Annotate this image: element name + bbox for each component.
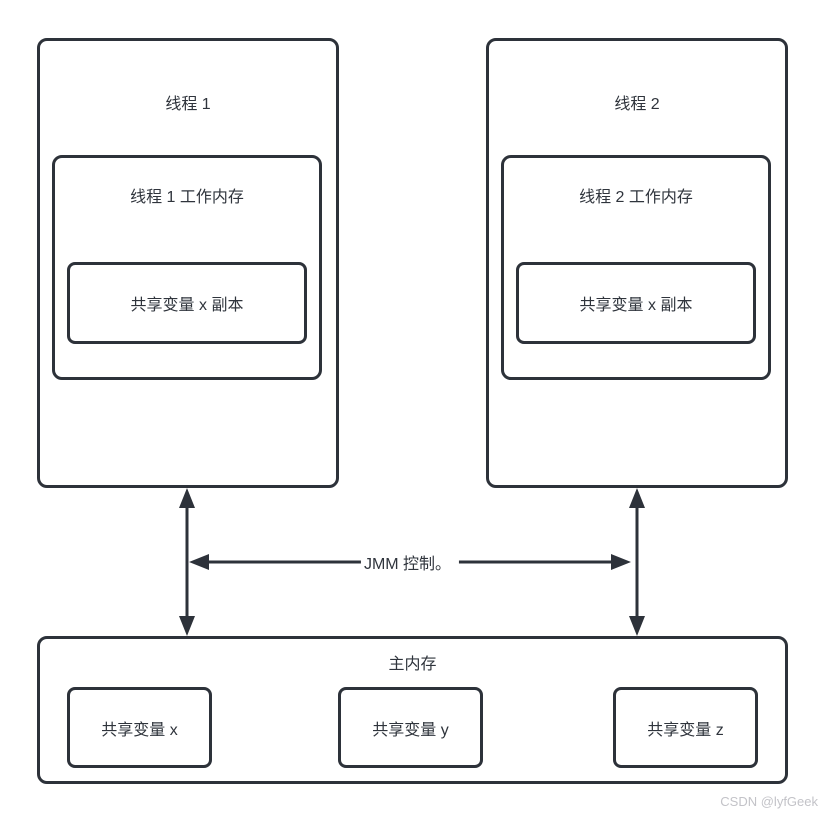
thread-1-box: 线程 1 线程 1 工作内存 共享变量 x 副本	[37, 38, 339, 488]
thread-2-working-memory-title: 线程 2 工作内存	[579, 189, 693, 206]
main-memory-box: 主内存 共享变量 x 共享变量 y 共享变量 z	[37, 636, 788, 784]
shared-variable-x-label: 共享变量 x	[101, 721, 178, 739]
vertical-double-arrow-right	[629, 488, 645, 636]
shared-variable-y-box: 共享变量 y	[338, 687, 483, 768]
vertical-double-arrow-left	[179, 488, 195, 636]
thread-1-working-memory-title: 线程 1 工作内存	[130, 189, 244, 206]
shared-variable-y-label: 共享变量 y	[372, 721, 449, 739]
thread-1-working-memory-box: 线程 1 工作内存 共享变量 x 副本	[52, 155, 322, 380]
thread-2-box: 线程 2 线程 2 工作内存 共享变量 x 副本	[486, 38, 788, 488]
thread-1-shared-variable-copy-box: 共享变量 x 副本	[67, 262, 307, 344]
shared-variable-x-box: 共享变量 x	[67, 687, 212, 768]
shared-variable-z-label: 共享变量 z	[647, 721, 724, 739]
main-memory-title: 主内存	[388, 656, 437, 673]
shared-variable-z-box: 共享变量 z	[613, 687, 758, 768]
thread-1-shared-variable-copy-label: 共享变量 x 副本	[130, 297, 244, 314]
thread-1-title: 线程 1	[165, 96, 211, 113]
csdn-watermark: CSDN @lyfGeek	[720, 794, 818, 809]
jmm-control-label: JMM 控制。	[360, 549, 460, 575]
thread-2-shared-variable-copy-label: 共享变量 x 副本	[579, 297, 693, 314]
thread-2-title: 线程 2	[614, 96, 660, 113]
thread-2-shared-variable-copy-box: 共享变量 x 副本	[516, 262, 756, 344]
thread-2-working-memory-box: 线程 2 工作内存 共享变量 x 副本	[501, 155, 771, 380]
